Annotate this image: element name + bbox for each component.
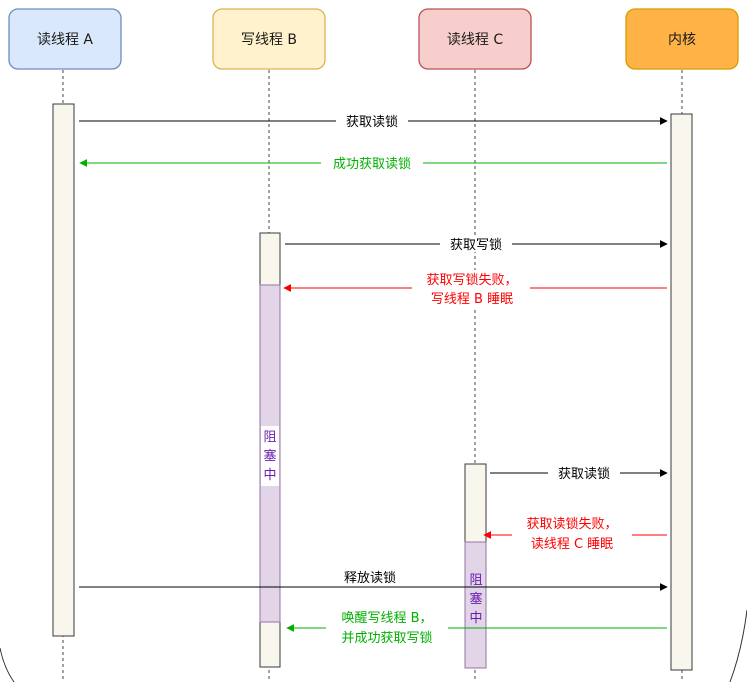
actor-thread-b: 写线程 B: [212, 8, 326, 70]
activation-kernel: [670, 113, 693, 671]
message-label-write-lock-fail-line2: 写线程 B 睡眠: [431, 292, 513, 307]
blocked-label-bg-b: [261, 426, 279, 486]
activation-thread-a: [52, 103, 75, 637]
message-label-write-lock-fail-line1: 获取写锁失败，: [426, 272, 517, 288]
actor-thread-c: 读线程 C: [418, 8, 532, 70]
message-label-acquire-read-lock-a: 获取读锁: [346, 114, 398, 130]
background-arc-left: [0, 647, 15, 682]
label-bg: [548, 464, 620, 481]
background-arc-right: [729, 609, 747, 682]
blocked-label-c-2: 塞: [469, 591, 482, 607]
actor-kernel: 内核: [625, 8, 739, 70]
message-label-acquire-write-lock: 获取写锁: [450, 237, 502, 253]
label-bg: [321, 154, 423, 171]
label-bg: [326, 608, 448, 648]
blocked-label-c-1: 阻: [469, 573, 482, 588]
message-label-read-lock-success: 成功获取读锁: [333, 156, 411, 172]
blocked-label-b-2: 塞: [263, 448, 276, 464]
blocked-label-b-1: 阻: [263, 430, 276, 445]
label-bg: [332, 569, 408, 586]
label-bg: [412, 270, 530, 308]
message-label-wake-line1: 唤醒写线程 B，: [341, 611, 432, 626]
message-label-read-lock-fail-line1: 获取读锁失败，: [526, 516, 617, 532]
actor-thread-a: 读线程 A: [8, 8, 122, 70]
blocked-region-thread-c: [464, 541, 487, 669]
actor-thread-a-label: 读线程 A: [37, 31, 93, 48]
label-bg: [512, 514, 632, 554]
message-label-read-lock-fail-line2: 读线程 C 睡眠: [531, 537, 613, 552]
message-label-release-read-lock: 释放读锁: [344, 570, 396, 586]
label-bg: [336, 112, 408, 129]
message-label-acquire-read-lock-c: 获取读锁: [558, 466, 610, 482]
label-bg: [440, 235, 512, 252]
blocked-label-b-3: 中: [263, 468, 276, 483]
message-label-wake-line2: 并成功获取写锁: [341, 630, 432, 646]
blocked-label-c-3: 中: [469, 611, 482, 626]
actor-thread-b-label: 写线程 B: [241, 32, 297, 48]
actor-thread-c-label: 读线程 C: [447, 31, 503, 48]
actor-kernel-label: 内核: [668, 32, 696, 48]
